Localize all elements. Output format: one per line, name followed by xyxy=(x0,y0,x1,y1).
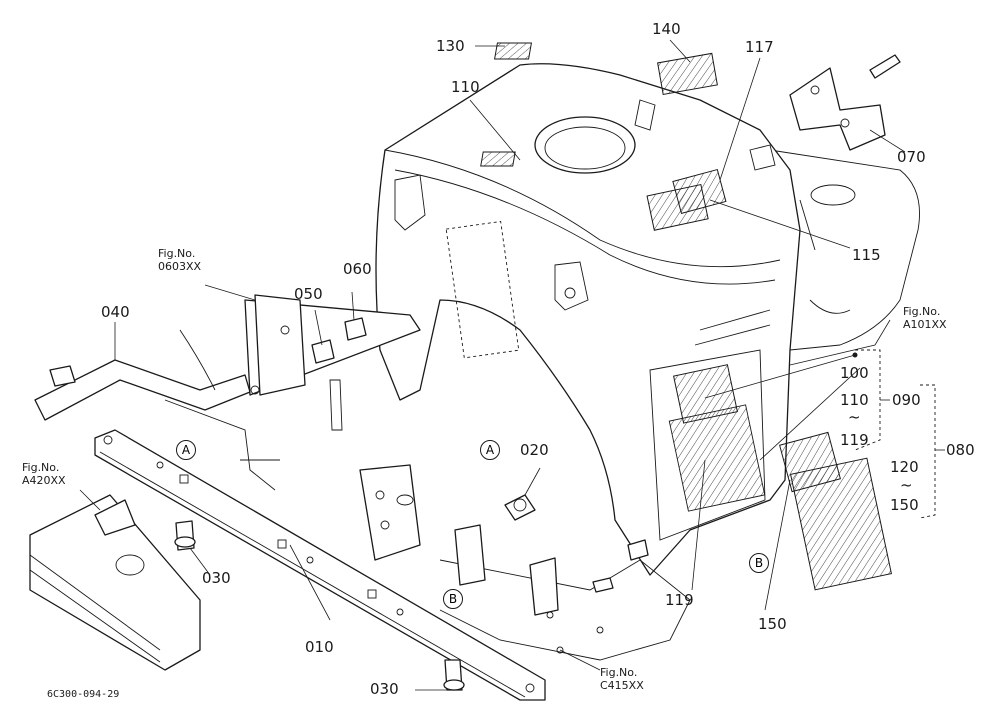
callout-040: 040 xyxy=(101,303,130,321)
callout-110-side: 110 xyxy=(840,391,869,409)
callout-150-side: 150 xyxy=(890,496,919,514)
figref-0603xx: Fig.No. 0603XX xyxy=(158,247,202,273)
callout-020: 020 xyxy=(520,441,549,459)
leader-lines xyxy=(79,39,945,691)
callout-060: 060 xyxy=(343,260,372,278)
callout-110-top: 110 xyxy=(451,78,480,96)
figref-a420xx: Fig.No. A420XX xyxy=(22,461,66,487)
callout-070: 070 xyxy=(897,148,926,166)
figref-c415xx: Fig.No. C415XX xyxy=(600,666,644,692)
callout-119-side: 119 xyxy=(840,431,869,449)
bracket-040 xyxy=(34,294,421,491)
callout-140: 140 xyxy=(652,20,681,38)
frame-010 xyxy=(94,429,546,701)
fasteners xyxy=(174,494,649,691)
radiator xyxy=(29,494,201,671)
marker-b-bottom: B xyxy=(443,589,463,609)
callout-050: 050 xyxy=(294,285,323,303)
callout-130: 130 xyxy=(436,37,465,55)
marker-a-left: A xyxy=(176,440,196,460)
lower-chassis xyxy=(359,464,691,661)
marker-a-center: A xyxy=(480,440,500,460)
callout-tilde-1: ~ xyxy=(848,408,861,426)
callout-150-bottom: 150 xyxy=(758,615,787,633)
fuel-tank-outline xyxy=(769,149,920,351)
drawing-code: 6C300-094-29 xyxy=(47,689,120,700)
callout-100: 100 xyxy=(840,364,869,382)
callout-119-bottom: 119 xyxy=(665,591,694,609)
bracket-070 xyxy=(789,54,901,151)
callout-115: 115 xyxy=(852,246,881,264)
callout-010: 010 xyxy=(305,638,334,656)
callout-090: 090 xyxy=(892,391,921,409)
callout-tilde-2: ~ xyxy=(900,476,913,494)
callout-080: 080 xyxy=(946,441,975,459)
decals xyxy=(480,42,893,591)
callout-030-bottom: 030 xyxy=(370,680,399,698)
callout-117: 117 xyxy=(745,38,774,56)
figref-a101xx: Fig.No. A101XX xyxy=(903,305,947,331)
callout-120: 120 xyxy=(890,458,919,476)
marker-b-right: B xyxy=(749,553,769,573)
callout-030-left: 030 xyxy=(202,569,231,587)
